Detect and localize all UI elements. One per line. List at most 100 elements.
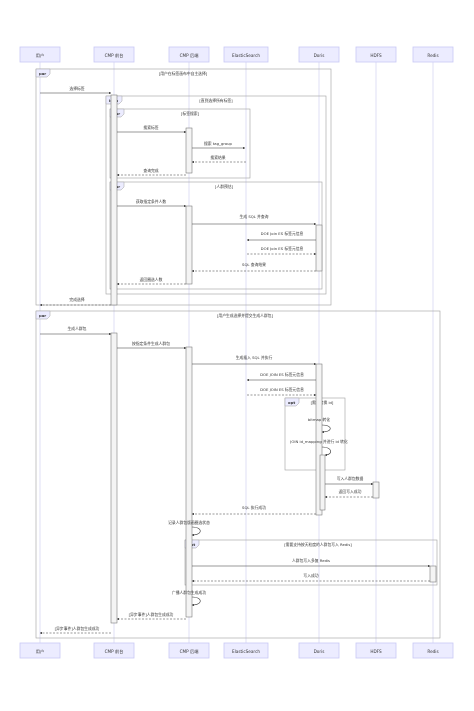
participant-label: Doris (314, 53, 325, 58)
message-label: 生成人群包 (68, 326, 87, 331)
participant-box-cdp-back: CMP 后端 (168, 642, 210, 659)
participant-box-es: ElasticSearch (223, 46, 269, 63)
participant-box-user: 用户 (19, 46, 61, 63)
participant-label: CMP 后端 (180, 648, 199, 655)
activation-doris (315, 363, 323, 516)
message: 生成人群包 (40, 326, 112, 336)
activation-redis (429, 565, 437, 583)
message: DOE JOIN ES 标签元信息 (246, 372, 316, 382)
message-label: 生成插入 SQL 并执行 (236, 355, 273, 360)
frame-condition: [直到选择所有标签] (199, 98, 233, 103)
frame-condition: [人群预估] (215, 184, 234, 189)
participant-box-user: 用户 (19, 642, 61, 659)
message-label: 按指定条件生成人群包 (132, 341, 170, 346)
participant-label: Redis (427, 649, 438, 654)
frame-loop-1: loop [直到选择所有标签] (105, 95, 327, 295)
participant-box-cdp-back: CMP 后端 (168, 46, 210, 63)
participant-box-cdp-front: CMP 前台 (93, 46, 135, 63)
frame-opt-1: opt [需要转换 id] (284, 397, 346, 471)
frame-par-1: par [用户在标签画布中自主选择] (35, 68, 332, 306)
participant-box-doris: Doris (298, 642, 340, 659)
frame-condition: [用户在标签画布中自主选择] (159, 71, 208, 76)
message: SQL 查询结果 (191, 262, 316, 273)
message: 返回写入成功 (324, 489, 373, 499)
frame-condition: [用户生成选择并提交生成人群包] (217, 313, 274, 318)
message-label: SQL 查询结果 (242, 262, 266, 267)
message-label: 搜索结果 (210, 155, 225, 160)
participant-label: HDFS (370, 649, 382, 654)
activation-cdp-front (110, 94, 118, 306)
message: 生成插入 SQL 并执行 (192, 355, 317, 366)
message-label: 搜索标签 (143, 125, 158, 130)
activation-doris (319, 454, 326, 511)
participants-top: 用户 CMP 前台 CMP 后端 ElasticSearch Doris HDF… (19, 46, 454, 63)
participant-box-redis: Redis (412, 642, 454, 659)
frame-condition: [需要支持按天粒度的人群包写入 Redis] (284, 542, 352, 547)
participant-box-hdfs: HDFS (355, 642, 397, 659)
message-label: 获取指定条件人数 (136, 199, 167, 204)
frame-condition: [标签搜索] (181, 111, 200, 116)
frame-tag: par (39, 71, 46, 76)
activation-cdp-front (110, 332, 118, 624)
message: 人群包写入多复 Redis (192, 558, 431, 568)
message-label: 写入成功 (303, 573, 318, 578)
participant-label: CMP 前台 (105, 52, 124, 59)
message: [异步事件]人群包生成成功 (116, 612, 186, 621)
participant-box-redis: Redis (412, 46, 454, 63)
message-label: bitmap 转化 (308, 417, 330, 422)
message: DOE Join ES 标签元信息 (246, 231, 316, 242)
message: [异步事件]人群包生成成功 (39, 626, 111, 635)
lifelines (39, 62, 434, 643)
message: 搜索标签 (117, 125, 187, 134)
message-label: 返回圈选人数 (140, 277, 163, 282)
frames: par [用户在标签画布中自主选择] loop [直到选择所有标签] par [… (35, 68, 441, 639)
message-label: 选择标签 (69, 86, 84, 91)
message: 完成选择 (39, 297, 111, 307)
message: 选择标签 (40, 86, 112, 95)
activation-doris (315, 224, 323, 272)
participant-label: 用户 (36, 648, 44, 655)
frame-tag: par (39, 313, 46, 318)
message-label: 搜索 tag_group (204, 141, 233, 146)
message-label: 生成 SQL 并查询 (240, 214, 269, 219)
message: bitmap 转化 (308, 417, 331, 434)
participant-label: Redis (427, 53, 438, 58)
frame-condition: [需要转换 id] (311, 400, 334, 405)
messages: 选择标签 搜索标签 搜索 tag_group 搜索结果 查询完成 获取指定条件人… (39, 86, 431, 635)
participant-box-doris: Doris (298, 46, 340, 63)
message: 记录人群包版画圈选状态 (168, 520, 210, 537)
message-label: SQL 执行成功 (242, 505, 266, 510)
participant-box-es: ElasticSearch (223, 642, 269, 659)
message: 写入成功 (191, 573, 430, 583)
message-label: 返回写入成功 (339, 489, 362, 494)
activation-hdfs (372, 481, 380, 499)
message: 查询完成 (116, 168, 186, 177)
participant-label: HDFS (370, 53, 382, 58)
message: SQL 执行成功 (191, 505, 316, 516)
participant-label: CMP 后端 (180, 52, 199, 59)
participant-label: ElasticSearch (232, 649, 260, 654)
message: DOE Join ES 标签元信息 (247, 246, 317, 256)
message-label: 广播人群包生成成功 (172, 590, 206, 595)
message-label: 人群包写入多复 Redis (292, 558, 330, 563)
participant-label: Doris (314, 649, 325, 654)
message-label: DOE Join ES 标签元信息 (261, 246, 304, 251)
message-label: DOE Join ES 标签元信息 (261, 231, 304, 236)
message: 广播人群包生成成功 (172, 590, 206, 607)
message: 写入人群包数据 (325, 476, 374, 486)
message: 生成 SQL 并查询 (192, 214, 317, 226)
message: 搜索结果 (191, 155, 246, 164)
participant-label: ElasticSearch (232, 53, 260, 58)
message-label: [异步事件]人群包生成成功 (55, 626, 100, 631)
participant-box-hdfs: HDFS (355, 46, 397, 63)
message-label: DOE JOIN ES 标签元信息 (260, 387, 304, 392)
message-label: DOE JOIN ES 标签元信息 (260, 372, 304, 377)
participants-bottom: 用户 CMP 前台 CMP 后端 ElasticSearch Doris HDF… (19, 642, 454, 659)
activation-cdp-back (185, 127, 193, 174)
message-label: [异步事件]人群包生成成功 (129, 612, 174, 617)
frame-tag: opt (288, 400, 295, 405)
frame-par-2: par [用户生成选择并提交生成人群包] (35, 310, 441, 639)
message: 按指定条件生成人群包 (117, 341, 187, 350)
activation-cdp-back (185, 205, 193, 285)
